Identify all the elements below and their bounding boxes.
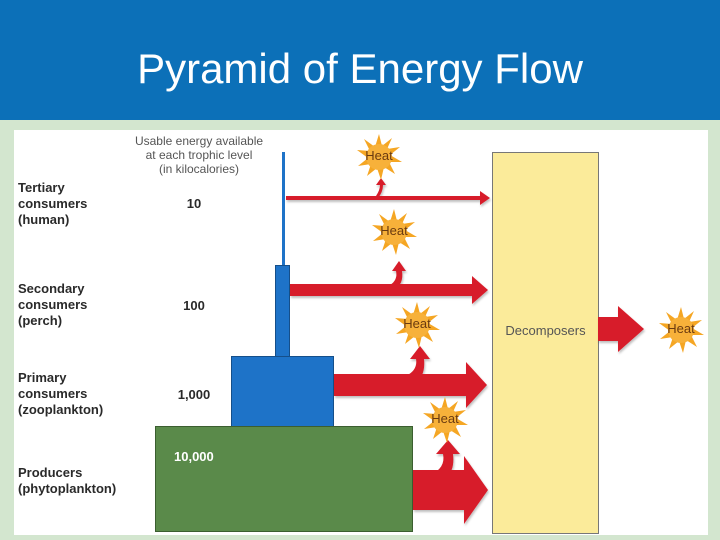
heat-label: Heat bbox=[365, 148, 393, 163]
level-label-line: (phytoplankton) bbox=[18, 481, 117, 496]
heat-icon bbox=[659, 307, 704, 353]
tertiary-level-bar bbox=[282, 152, 285, 266]
decomposers-box: Decomposers bbox=[492, 152, 599, 534]
level-label-primary: Primary consumers (zooplankton) bbox=[18, 370, 103, 418]
energy-heading: Usable energy available at each trophic … bbox=[132, 134, 266, 176]
energy-flow-arrows bbox=[286, 178, 644, 524]
heat-label: Heat bbox=[431, 411, 459, 426]
arrow-primary bbox=[334, 346, 487, 408]
energy-heading-line1: Usable energy available bbox=[134, 134, 264, 148]
decomposers-label: Decomposers bbox=[505, 323, 586, 338]
arrow-decomposers bbox=[598, 306, 644, 352]
energy-value-secondary: 100 bbox=[183, 298, 205, 313]
heat-sun-decomposers: Heat bbox=[656, 305, 706, 355]
level-label-line: consumers bbox=[18, 297, 88, 312]
arrow-producers bbox=[413, 440, 488, 524]
arrow-tertiary bbox=[286, 178, 490, 205]
diagram-panel: Usable energy available at each trophic … bbox=[14, 130, 708, 535]
level-label-tertiary: Tertiary consumers (human) bbox=[18, 180, 87, 228]
heat-label: Heat bbox=[403, 316, 431, 331]
producers-level-bar: 10,000 bbox=[155, 426, 413, 532]
level-label-line: (perch) bbox=[18, 313, 63, 328]
level-label-line: consumers bbox=[18, 386, 88, 401]
page-title: Pyramid of Energy Flow bbox=[137, 45, 583, 92]
level-label-secondary: Secondary consumers (perch) bbox=[18, 281, 87, 329]
heat-sun-producers: Heat bbox=[420, 395, 470, 445]
level-label-producers: Producers (phytoplankton) bbox=[18, 465, 116, 497]
level-label-line: Primary bbox=[18, 370, 67, 385]
level-label-line: (human) bbox=[18, 212, 70, 227]
level-label-line: consumers bbox=[18, 196, 88, 211]
level-label-line: (zooplankton) bbox=[18, 402, 104, 417]
energy-value-primary: 1,000 bbox=[177, 387, 211, 402]
energy-value-producers: 10,000 bbox=[174, 449, 214, 464]
level-label-line: Secondary bbox=[18, 281, 85, 296]
heat-icon bbox=[423, 397, 468, 443]
primary-level-bar bbox=[231, 356, 334, 428]
energy-heading-line2: at each trophic level bbox=[145, 148, 253, 162]
heat-sun-tertiary: Heat bbox=[354, 132, 404, 182]
arrow-secondary bbox=[290, 261, 488, 304]
level-label-line: Producers bbox=[18, 465, 83, 480]
heat-label: Heat bbox=[667, 321, 695, 336]
heat-sun-primary: Heat bbox=[392, 300, 442, 350]
heat-icon bbox=[395, 302, 440, 348]
energy-heading-line3: (in kilocalories) bbox=[158, 162, 240, 176]
header-bar: Pyramid of Energy Flow bbox=[0, 0, 720, 120]
heat-icon bbox=[372, 209, 417, 255]
heat-icon bbox=[357, 134, 402, 180]
heat-label: Heat bbox=[380, 223, 408, 238]
energy-value-tertiary: 10 bbox=[186, 196, 202, 211]
heat-sun-secondary: Heat bbox=[369, 207, 419, 257]
level-label-line: Tertiary bbox=[18, 180, 65, 195]
